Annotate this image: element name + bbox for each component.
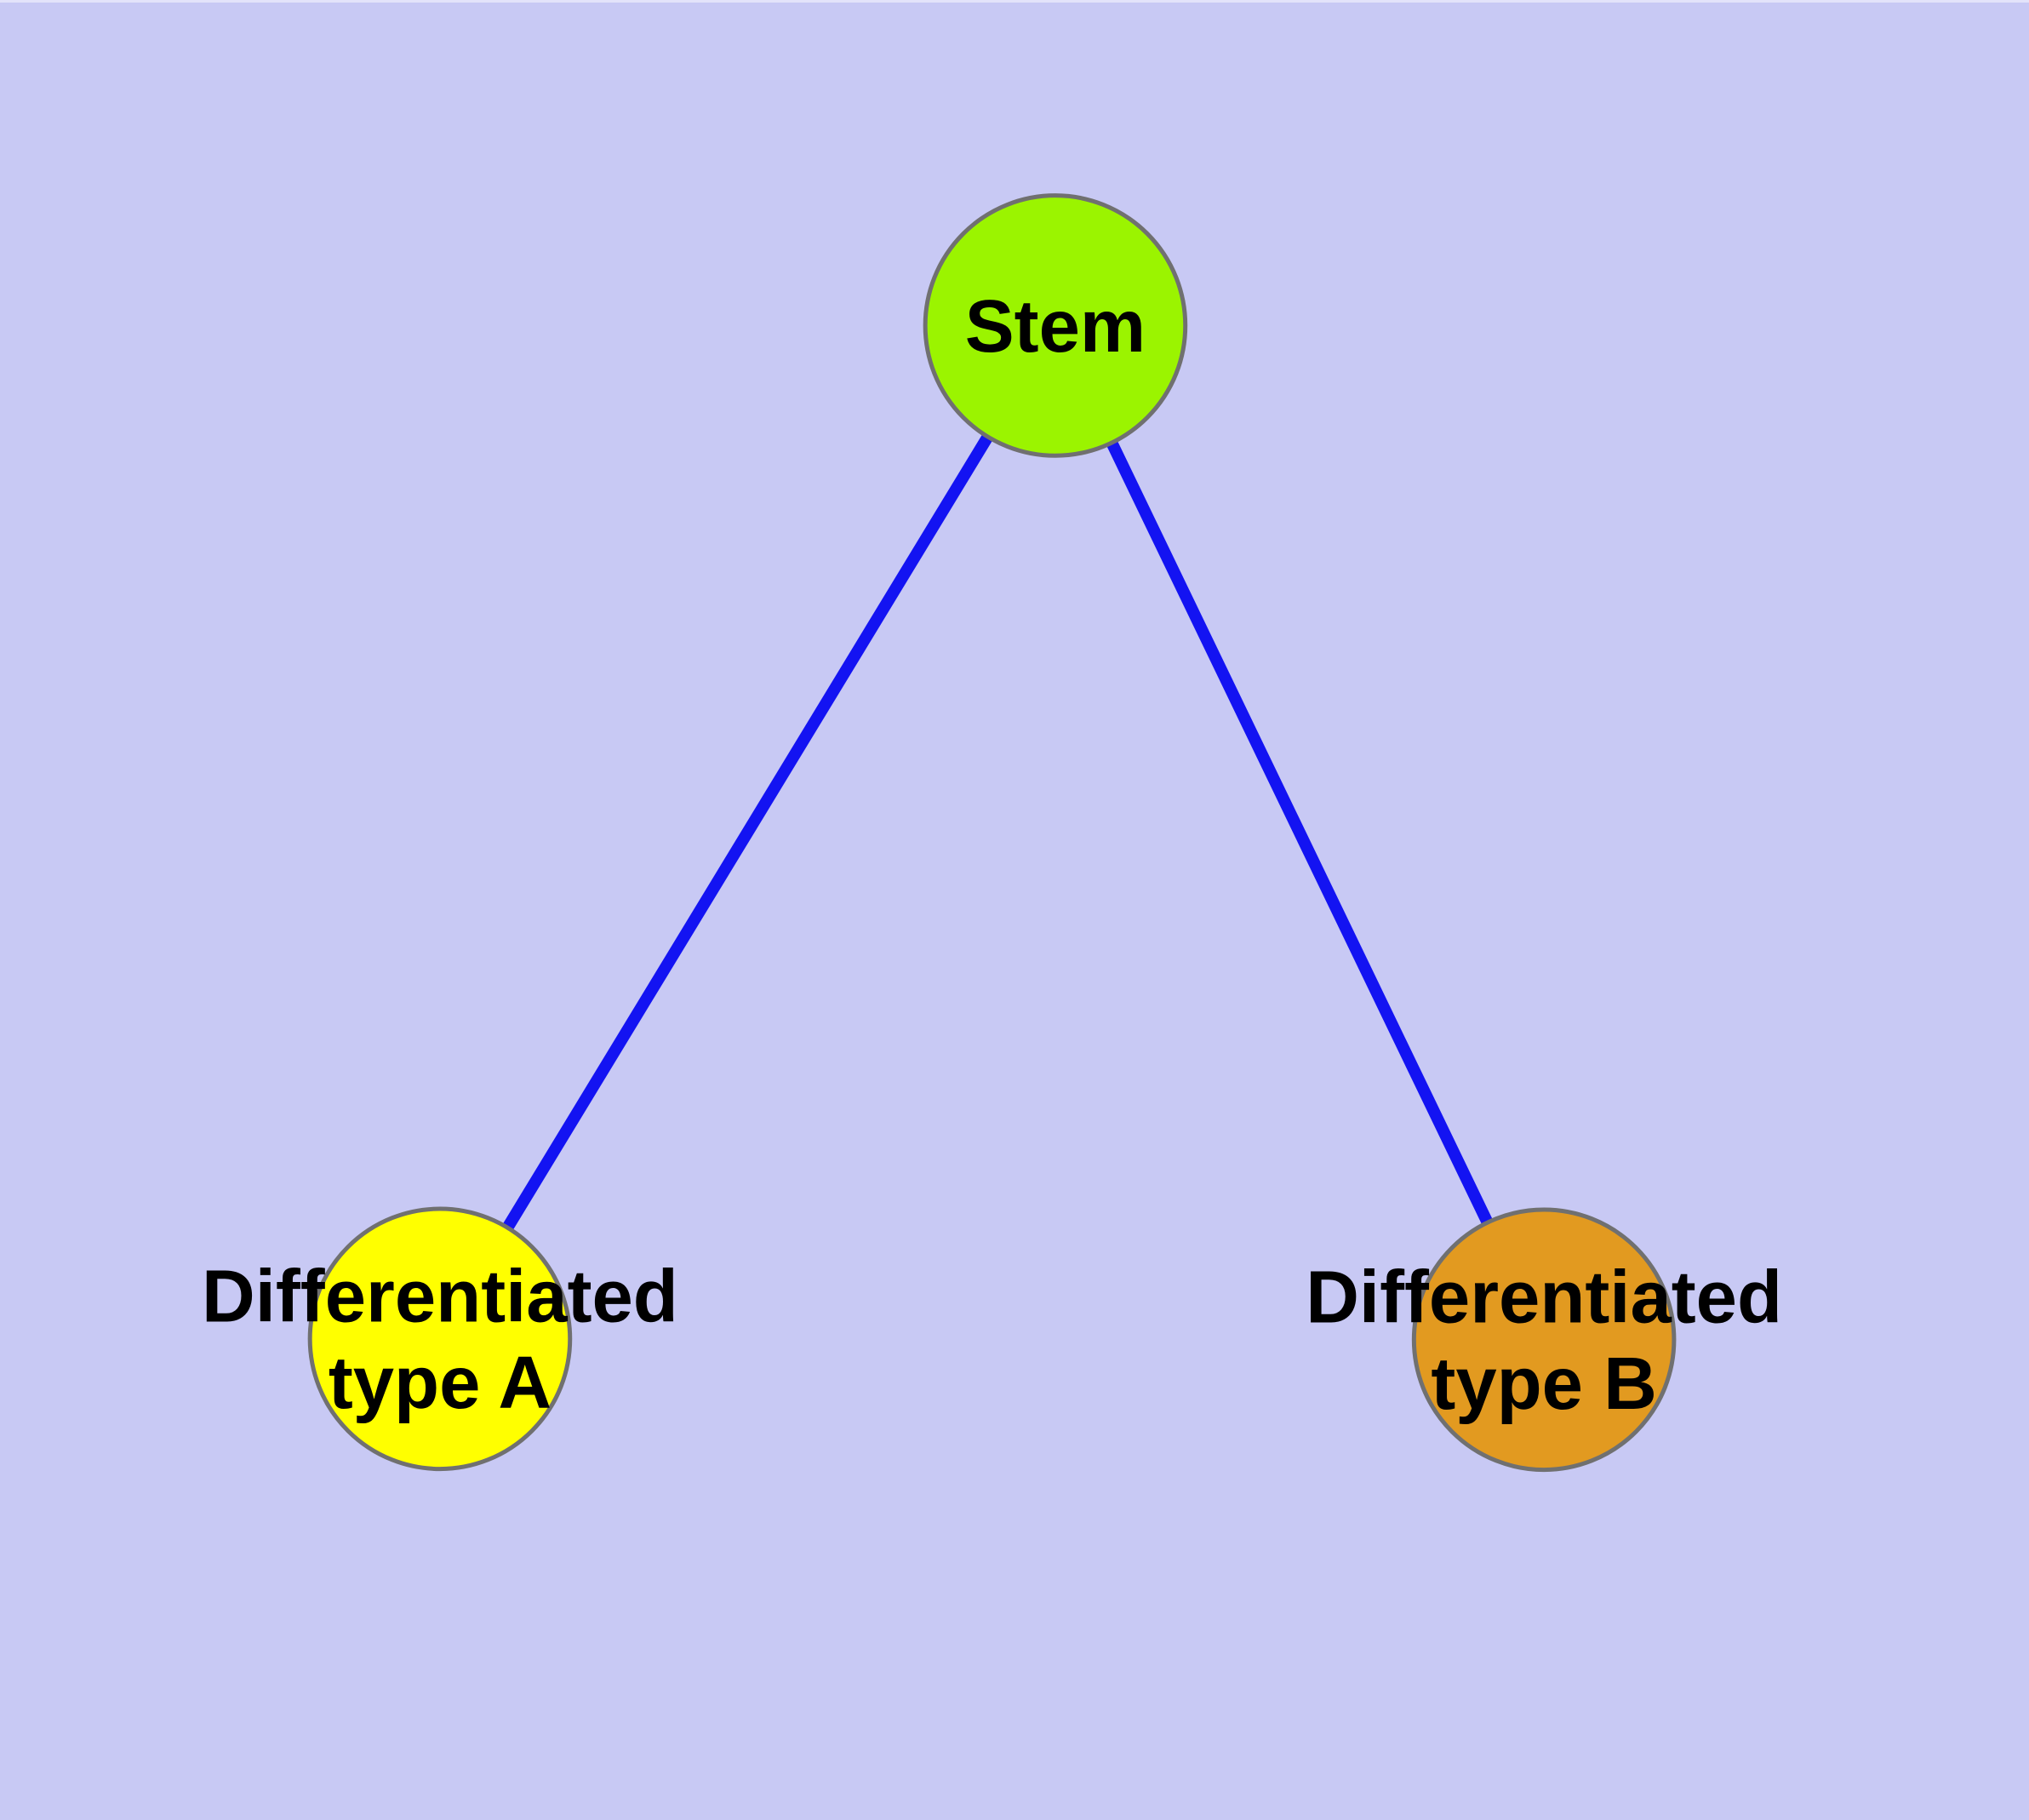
- node-label-diff-type-a-line2: type A: [329, 1342, 552, 1424]
- node-label-diff-type-b-line1: Differentiated: [1306, 1256, 1782, 1338]
- node-circle-diff-type-a: [307, 1206, 573, 1472]
- node-circle-diff-type-b: [1411, 1207, 1677, 1473]
- node-label-stem-line1: Stem: [965, 285, 1146, 368]
- node-label-diff-type-b-line2: type B: [1431, 1342, 1656, 1425]
- node-label-diff-type-a-line1: Differentiated: [202, 1255, 678, 1337]
- graph-edge-stem-diff-type-b: [1049, 323, 1550, 1342]
- graph-edge-stem-diff-type-a: [434, 322, 1060, 1342]
- node-circle-stem: [923, 193, 1188, 458]
